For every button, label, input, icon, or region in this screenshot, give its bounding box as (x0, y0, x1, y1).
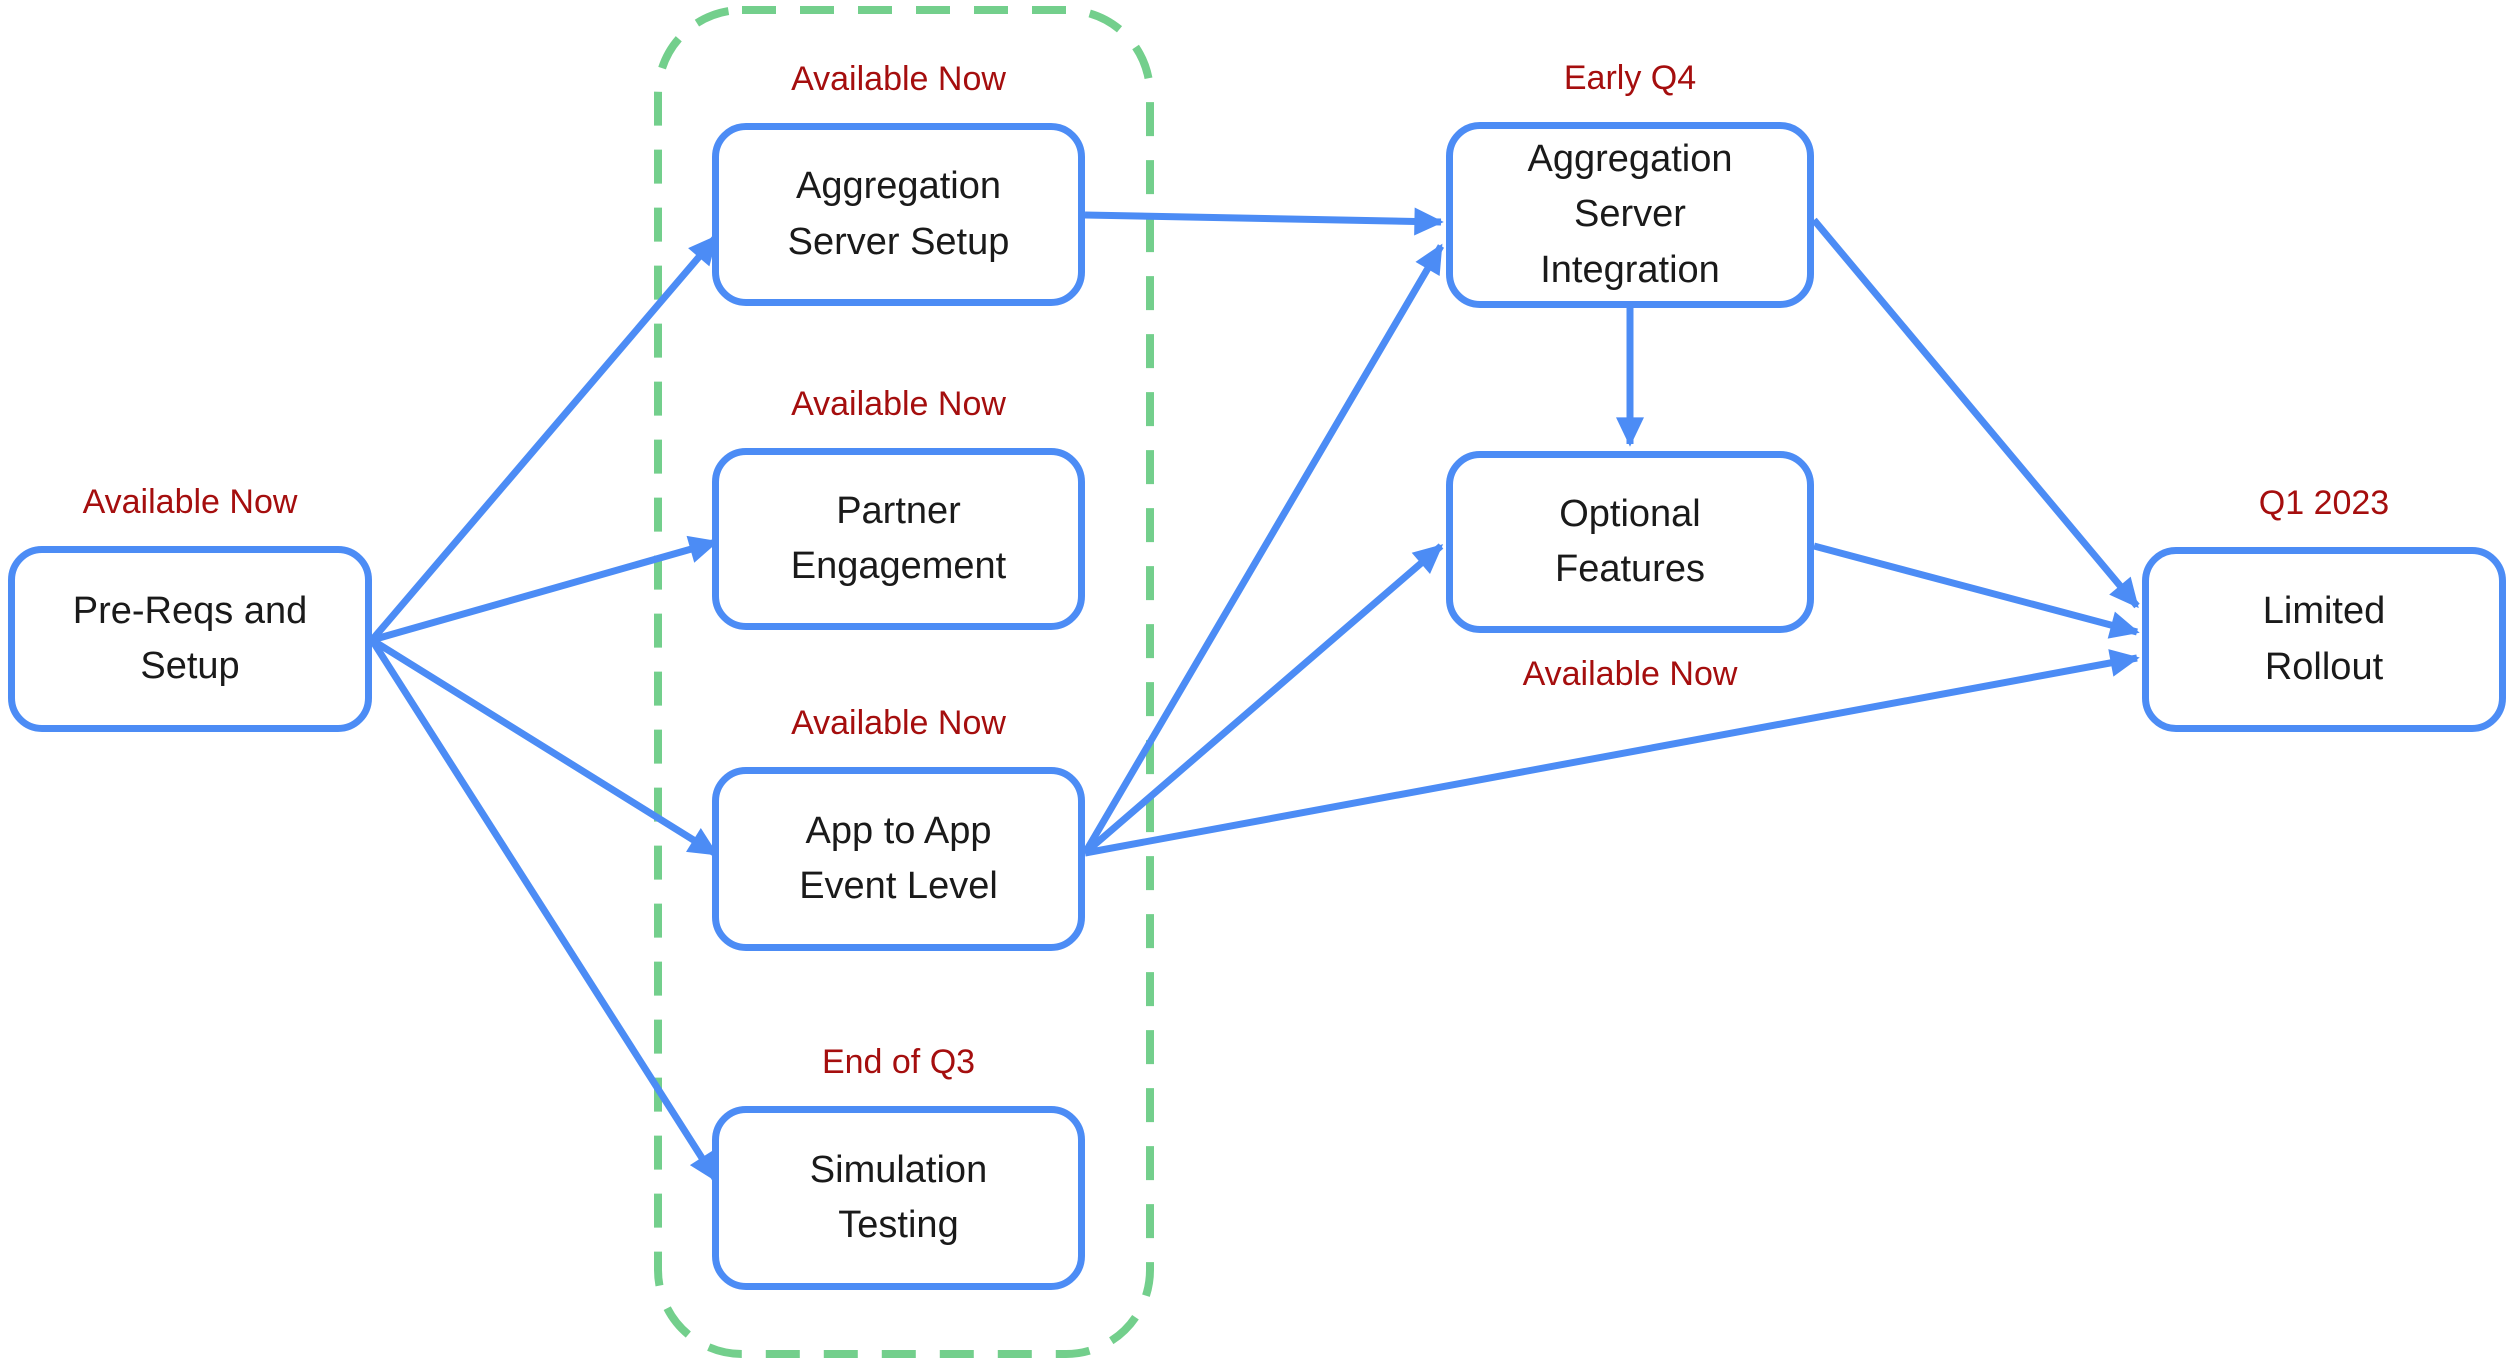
status-label: Available Now (1522, 655, 1738, 693)
status-label: Available Now (791, 385, 1006, 423)
task-label: Pre-Reqs and Setup (72, 589, 308, 687)
edge-optional-to-rollout (1813, 542, 2140, 639)
task-label: Simulation Testing (809, 1148, 988, 1246)
node-aggregation-server-integration: Early Q4 Aggregation Server Integration (1446, 59, 1814, 308)
status-label: Early Q4 (1563, 59, 1697, 97)
status-label: Q1 2023 (2258, 484, 2390, 522)
edge-app_to_app-to-rollout (1084, 649, 2140, 857)
phase-group-outline (654, 6, 1154, 1358)
edge-pre_reqs-to-sim_testing (369, 638, 719, 1183)
task-box: Simulation Testing (712, 1106, 1085, 1290)
task-label: Aggregation Server Setup (787, 165, 1010, 263)
node-aggregation-server-setup: Available Now Aggregation Server Setup (712, 60, 1085, 306)
status-label: Available Now (791, 60, 1006, 98)
node-simulation-testing: End of Q3 Simulation Testing (712, 1043, 1085, 1290)
task-box: Limited Rollout (2142, 547, 2506, 732)
node-optional-features: Available Now Optional Features (1446, 451, 1814, 693)
task-box: Aggregation Server Setup (712, 123, 1085, 306)
task-box: Partner Engagement (712, 448, 1085, 630)
node-partner-engagement: Available Now Partner Engagement (712, 385, 1085, 630)
task-label: Optional Features (1555, 492, 1705, 590)
edge-pre_reqs-to-partner (371, 535, 719, 644)
task-label: App to App Event Level (799, 809, 998, 907)
task-box: Aggregation Server Integration (1446, 122, 1814, 308)
edge-pre_reqs-to-app_to_app (370, 637, 719, 857)
status-label: End of Q3 (821, 1043, 976, 1081)
status-label: Available Now (82, 483, 298, 521)
task-box: Optional Features (1446, 451, 1814, 633)
node-limited-rollout: Q1 2023 Limited Rollout (2142, 484, 2506, 732)
edge-pre_reqs-to-agg_setup (369, 234, 719, 643)
node-app-to-app-event-level: Available Now App to App Event Level (712, 704, 1085, 951)
task-box: Pre-Reqs and Setup (8, 546, 372, 732)
task-label: Aggregation Server Integration (1527, 138, 1733, 291)
edge-app_to_app-to-agg_integration (1081, 243, 1445, 855)
task-label: Limited Rollout (2262, 590, 2386, 688)
edge-agg_setup-to-agg_integration (1084, 207, 1444, 236)
status-label: Available Now (791, 704, 1006, 742)
node-pre-reqs-and-setup: Available Now Pre-Reqs and Setup (8, 483, 372, 732)
edge-agg_integration-to-rollout (1811, 217, 2140, 609)
task-box: App to App Event Level (712, 767, 1085, 951)
edges-group (369, 207, 2140, 1183)
edge-app_to_app-to-optional (1082, 543, 1444, 856)
task-label: Partner Engagement (790, 489, 1007, 587)
